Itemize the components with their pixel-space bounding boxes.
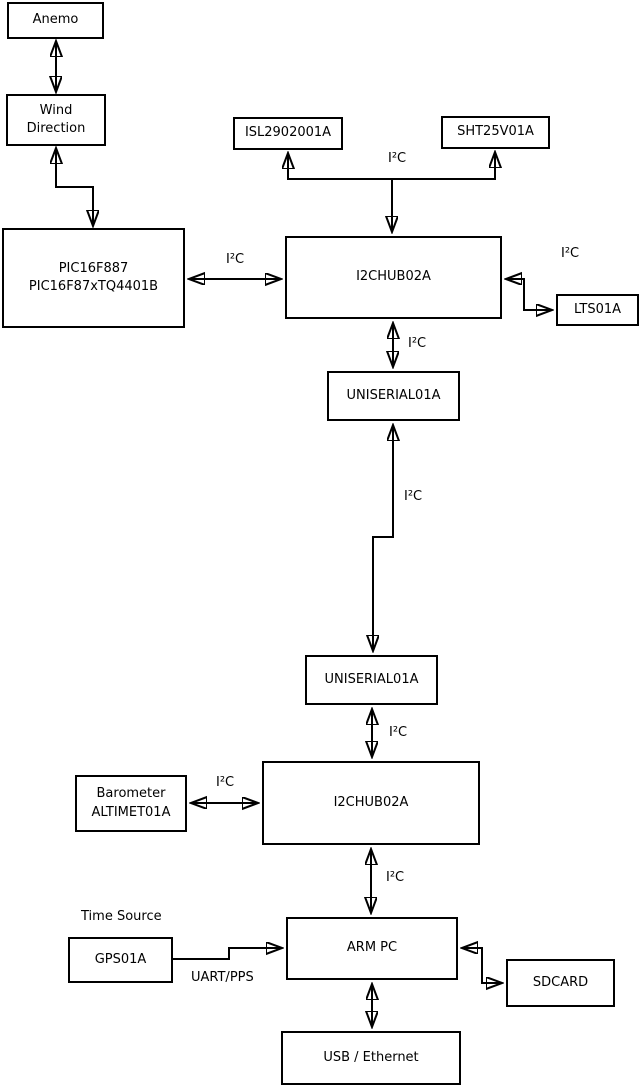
i2c-label-barometer-hub2: I²C [216, 775, 235, 790]
block-wind-direction: Wind Direction [6, 94, 106, 146]
block-pic16f887: PIC16F887 PIC16F87xTQ4401B [2, 228, 185, 328]
uart-pps-label: UART/PPS [191, 970, 254, 985]
block-gps01a: GPS01A [68, 937, 173, 983]
block-sdcard: SDCARD [506, 959, 615, 1007]
connection-uniserial1-uniserial2 [373, 425, 393, 651]
block-barometer-altimet01a: Barometer ALTIMET01A [75, 775, 187, 832]
i2c-label-hub1-uniserial1: I²C [408, 336, 427, 351]
i2c-label-uniserial-link: I²C [404, 489, 423, 504]
block-sht25v01a: SHT25V01A [441, 116, 550, 149]
i2c-label-hub1-lts: I²C [561, 246, 580, 261]
connection-wind-pic [56, 148, 93, 226]
block-usb-ethernet: USB / Ethernet [281, 1031, 461, 1085]
i2c-label-uniserial2-hub2: I²C [389, 725, 408, 740]
connection-hub1-lts [506, 279, 552, 310]
block-uniserial01a-upper: UNISERIAL01A [327, 371, 460, 421]
time-source-label: Time Source [81, 909, 162, 924]
connection-gps-armpc [173, 948, 282, 960]
block-uniserial01a-lower: UNISERIAL01A [305, 655, 438, 705]
block-lts01a: LTS01A [556, 294, 639, 326]
block-isl2902001a: ISL2902001A [233, 117, 343, 150]
i2c-label-hub2-armpc: I²C [386, 870, 405, 885]
block-anemo: Anemo [7, 2, 104, 39]
i2c-label-pic-hub1: I²C [226, 252, 245, 267]
block-i2chub02a-upper: I2CHUB02A [285, 236, 502, 319]
block-i2chub02a-lower: I2CHUB02A [262, 761, 480, 845]
i2c-label-bus-sensors: I²C [388, 151, 407, 166]
block-arm-pc: ARM PC [286, 917, 458, 980]
connection-armpc-sdcard [462, 948, 502, 983]
